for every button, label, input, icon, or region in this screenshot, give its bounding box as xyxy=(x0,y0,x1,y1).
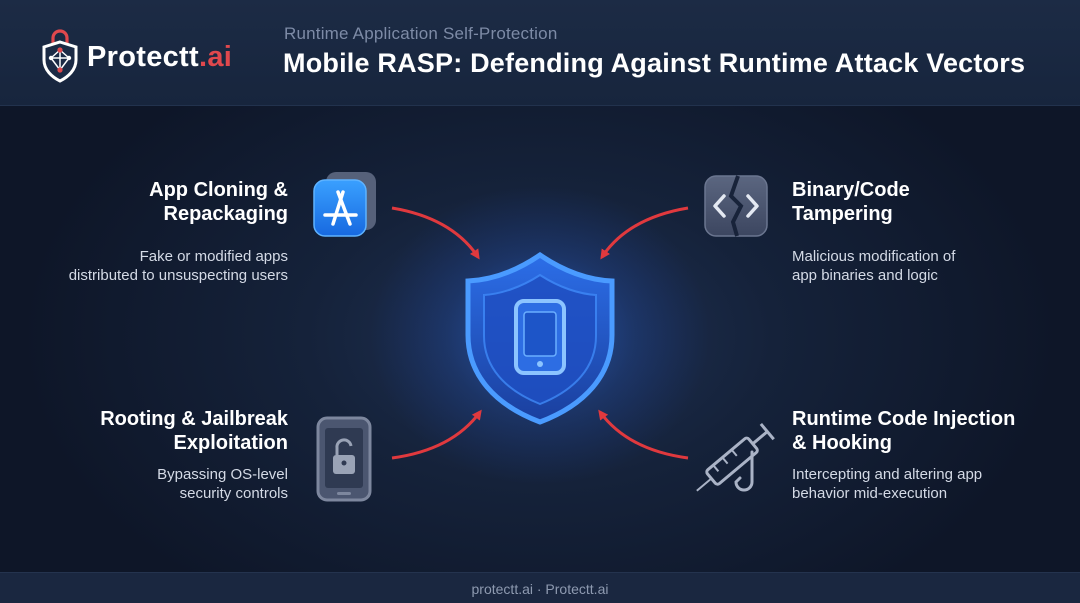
brand-logo: Protectt.ai xyxy=(40,28,260,86)
desc-line: Malicious modification of xyxy=(792,248,956,265)
desc-line: distributed to unsuspecting users xyxy=(68,267,288,284)
arrow-top-left xyxy=(391,206,480,260)
page-subtitle: Runtime Application Self-Protection xyxy=(284,24,558,43)
header-bar xyxy=(0,0,1080,106)
attack-title-code-tampering: Binary/Code Tampering xyxy=(792,178,1032,226)
title-line: Exploitation xyxy=(173,432,288,454)
title-line: App Cloning & xyxy=(149,179,288,201)
broken-code-icon xyxy=(704,175,768,237)
desc-line: Intercepting and altering app xyxy=(792,466,983,483)
attack-desc-code-tampering: Malicious modification of app binaries a… xyxy=(792,247,1042,285)
title-line: Tampering xyxy=(792,203,893,225)
footer-text: protectt.ai · Protectt.ai xyxy=(471,581,609,597)
title-line: Rooting & Jailbreak xyxy=(100,408,288,430)
title-line: Repackaging xyxy=(163,203,288,225)
page-title: Mobile RASP: Defending Against Runtime A… xyxy=(283,48,1026,78)
attack-desc-app-cloning: Fake or modified apps distributed to uns… xyxy=(30,247,288,285)
desc-line: app binaries and logic xyxy=(792,267,938,284)
arrow-top-right xyxy=(600,206,689,260)
shield-phone-icon xyxy=(465,251,615,425)
title-line: Runtime Code Injection xyxy=(792,408,1016,430)
desc-line: Fake or modified apps xyxy=(139,248,288,265)
brand-name-suffix: .ai xyxy=(198,41,233,73)
brand-name-main: Protectt xyxy=(87,41,199,73)
attack-desc-rooting-jailbreak: Bypassing OS-level security controls xyxy=(60,465,288,503)
desc-line: security controls xyxy=(179,485,288,502)
desc-line: behavior mid-execution xyxy=(792,485,948,502)
arrow-bottom-right xyxy=(598,409,689,460)
title-line: & Hooking xyxy=(792,432,892,454)
title-line: Binary/Code xyxy=(792,179,910,201)
arrow-bottom-left xyxy=(391,409,482,460)
attack-title-app-cloning: App Cloning & Repackaging xyxy=(80,178,288,226)
syringe-hook-icon xyxy=(696,422,775,492)
unlocked-phone-icon xyxy=(316,416,372,502)
desc-line: Bypassing OS-level xyxy=(157,466,288,483)
footer-bar: protectt.ai · Protectt.ai xyxy=(0,572,1080,603)
attack-title-rooting-jailbreak: Rooting & Jailbreak Exploitation xyxy=(48,407,288,455)
shield-lock-logo-icon xyxy=(42,29,78,83)
attack-desc-code-injection: Intercepting and altering app behavior m… xyxy=(792,465,1052,503)
app-store-icon xyxy=(313,172,376,237)
brand-name: Protectt.ai xyxy=(87,41,232,74)
attack-title-code-injection: Runtime Code Injection & Hooking xyxy=(792,407,1052,455)
